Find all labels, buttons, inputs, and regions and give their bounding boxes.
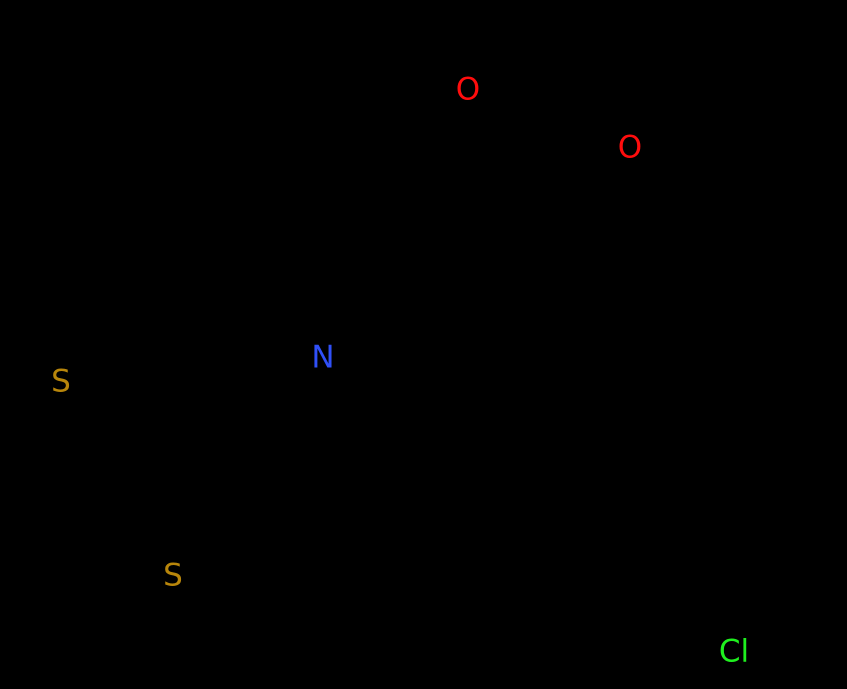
atom-oxygen-1: O xyxy=(455,71,481,108)
atom-chlorine: Cl xyxy=(718,633,750,670)
atom-sulfur-1: S xyxy=(51,363,71,400)
atom-nitrogen: N xyxy=(311,339,335,376)
atom-sulfur-2: S xyxy=(163,557,183,594)
atom-oxygen-2: O xyxy=(617,129,643,166)
